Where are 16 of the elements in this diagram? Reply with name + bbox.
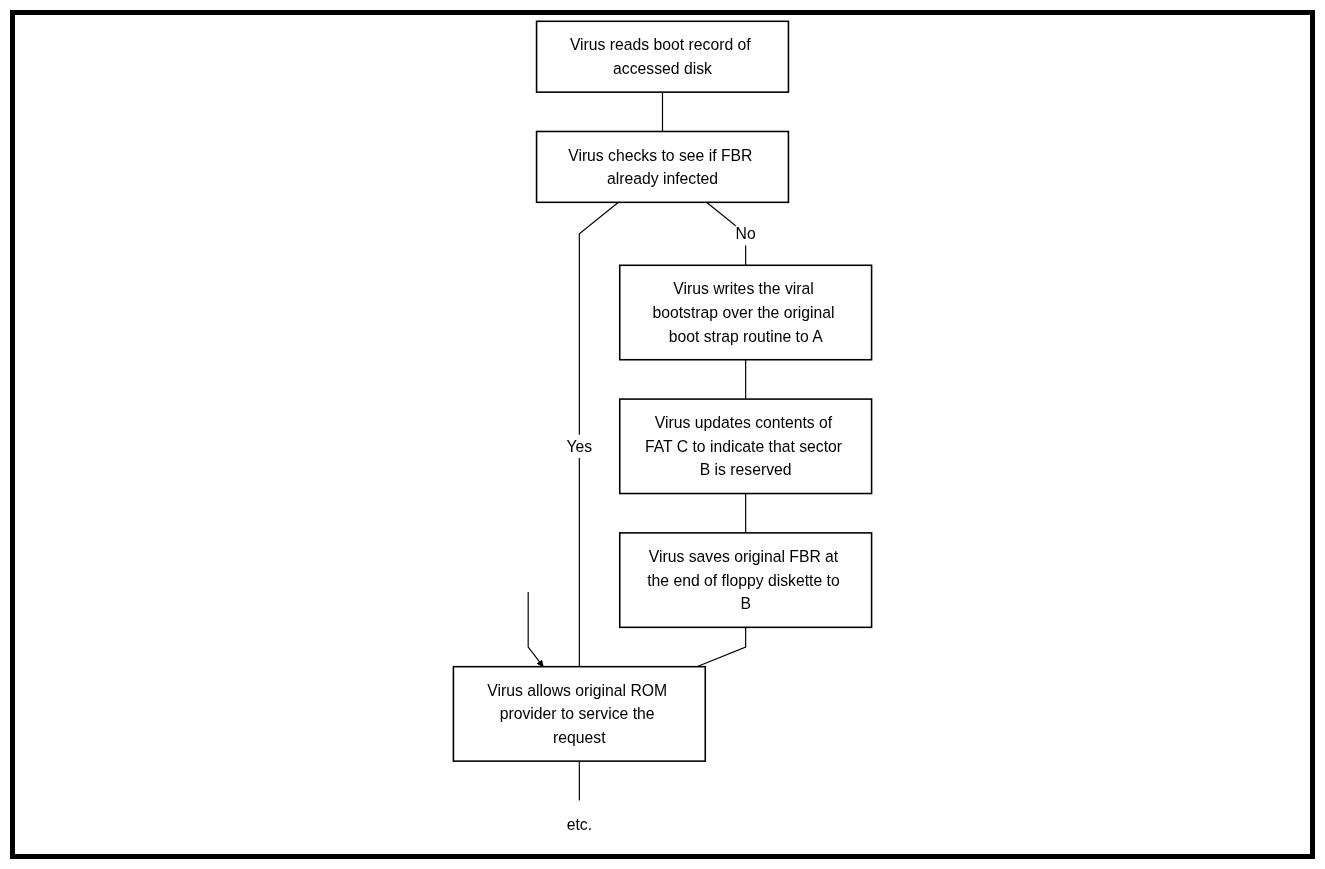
- node-box: Virus writes the viral bootstrap over the original boot strap routine to A: [618, 264, 873, 361]
- connector: [745, 492, 747, 534]
- arrow: [527, 591, 544, 667]
- connector: [661, 91, 664, 133]
- connector: [578, 201, 620, 668]
- connector: [578, 760, 580, 802]
- node-box: Virus reads boot record of accessed disk: [535, 20, 790, 93]
- node-box: Virus saves original FBR at the end of floppy diskette to B: [618, 532, 873, 629]
- edge-label: No: [735, 225, 756, 243]
- node-box: Virus allows original ROM provider to service the request: [452, 665, 707, 762]
- connector: [745, 359, 747, 400]
- node-box: Virus updates contents of FAT C to indicate that sector B is reserved: [618, 398, 873, 495]
- node-text: etc.: [566, 815, 593, 833]
- node-box: Virus checks to see if FBR already infected: [535, 130, 790, 204]
- edge-label: Yes: [566, 437, 593, 455]
- connector: [696, 626, 747, 668]
